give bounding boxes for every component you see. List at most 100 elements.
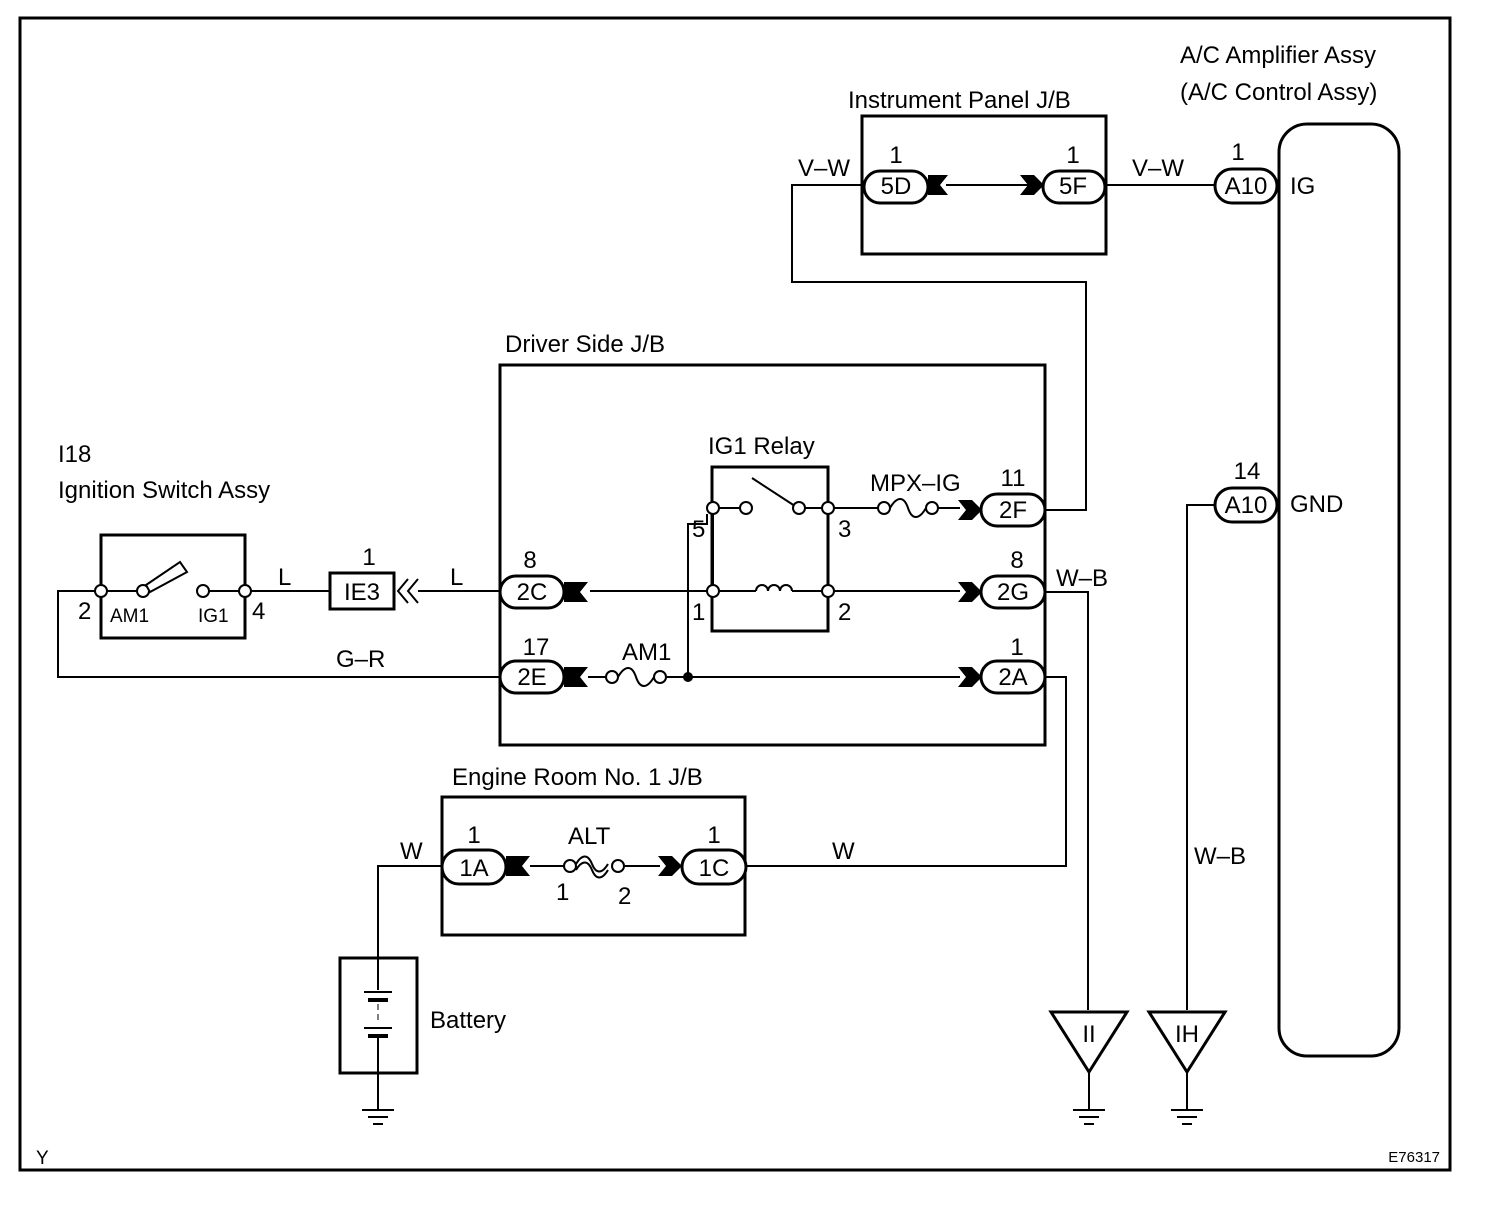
- wire-splice-to-relay-5: [687, 514, 708, 677]
- ac-amplifier-body: [1277, 122, 1401, 1058]
- connector-5d-id: 5D: [881, 173, 912, 200]
- fuse-am1-label: AM1: [622, 639, 671, 666]
- connector-2c-id: 2C: [517, 579, 548, 606]
- wire-l-left-label: L: [278, 564, 291, 591]
- footer-diagram-id: E76317: [1388, 1149, 1440, 1166]
- connector-a10-ig: A10 1: [1213, 139, 1279, 205]
- connector-2a-id: 2A: [998, 664, 1027, 691]
- connector-1a-id: 1A: [459, 855, 488, 882]
- connector-a10-ig-shell: [1213, 167, 1279, 205]
- connector-2e-arrow: [564, 667, 588, 687]
- ie3-chevron-1: [396, 578, 409, 604]
- connector-2g-shell: [979, 574, 1047, 610]
- connector-2g-arrow: [958, 582, 982, 602]
- relay-pin-3: 3: [838, 516, 851, 543]
- connector-2f-arrow: [958, 500, 982, 520]
- relay-pin-5: 5: [692, 516, 705, 543]
- connector-2e: 2E 17: [498, 634, 588, 695]
- wire-w-battery-label: W: [400, 838, 423, 865]
- am1-fuse-node-right: [653, 670, 667, 684]
- connector-5f: 5F 1: [1020, 142, 1107, 205]
- mpx-fuse-node-right: [925, 501, 939, 515]
- connector-ie3-pin: 1: [362, 544, 375, 571]
- wire-vw-left-label: V–W: [798, 155, 850, 182]
- ignition-switch-code: I18: [58, 441, 91, 468]
- connector-2g: 2G 8: [958, 547, 1047, 610]
- wire-gr-label: G–R: [336, 646, 385, 673]
- fuse-alt-label: ALT: [568, 823, 611, 850]
- relay-pin-1: 1: [692, 599, 705, 626]
- instrument-panel-jb-title: Instrument Panel J/B: [848, 87, 1071, 114]
- ac-amplifier: A/C Amplifier Assy (A/C Control Assy) IG…: [1180, 42, 1401, 1058]
- engine-room-jb-title: Engine Room No. 1 J/B: [452, 764, 703, 791]
- relay-contact-blade: [751, 477, 799, 509]
- connector-2f-shell: [979, 492, 1047, 528]
- connector-5f-pin: 1: [1066, 142, 1079, 169]
- relay-pin-1-node: [706, 584, 720, 598]
- connector-1a: 1A 1: [440, 822, 530, 886]
- connector-a10-gnd-pin: 14: [1234, 458, 1261, 485]
- connector-a10-gnd-id: A10: [1225, 492, 1268, 519]
- fuse-alt-second-wave: [575, 861, 609, 879]
- connector-2a-pin: 1: [1010, 634, 1023, 661]
- wire-wb-2g: [1046, 591, 1089, 1010]
- fuse-am1: [617, 667, 655, 687]
- connector-ie3-id: IE3: [344, 579, 380, 606]
- connector-1c-id: 1C: [699, 855, 730, 882]
- diagram-frame: [18, 16, 1452, 1172]
- fuse-alt-pin-2: 2: [618, 883, 631, 910]
- connector-2c-pin: 8: [523, 547, 536, 574]
- connector-1c: 1C 1: [658, 822, 748, 886]
- connector-1c-shell: [680, 848, 748, 886]
- connector-1a-pin: 1: [467, 822, 480, 849]
- ac-amplifier-title-2: (A/C Control Assy): [1180, 79, 1377, 106]
- ignition-switch: I18 Ignition Switch Assy AM1 IG1 2 4: [58, 441, 270, 640]
- relay-pin-3-node: [821, 501, 835, 515]
- fuse-alt: [575, 855, 609, 873]
- footer-left-code: Y: [36, 1148, 49, 1169]
- connector-2c: 2C 8: [498, 547, 588, 610]
- connector-2g-id: 2G: [997, 579, 1029, 606]
- connector-2f-id: 2F: [999, 497, 1027, 524]
- connector-ie3-shell: [328, 571, 396, 611]
- relay-pin-2-node: [821, 584, 835, 598]
- wire-w-1c-label: W: [832, 838, 855, 865]
- am1-fuse-node-left: [605, 670, 619, 684]
- ig1-relay-box: [710, 465, 830, 633]
- connector-a10-ig-pin: 1: [1231, 139, 1244, 166]
- driver-side-jb-box: [498, 363, 1047, 747]
- connector-5f-arrow: [1020, 175, 1044, 195]
- wire-vw-right-label: V–W: [1132, 155, 1184, 182]
- ig1-relay-title: IG1 Relay: [708, 433, 815, 460]
- ground-ii-label: II: [1082, 1021, 1095, 1048]
- relay-pin-2: 2: [838, 599, 851, 626]
- wire-wb-2g-label: W–B: [1056, 565, 1108, 592]
- switch-pin-2: 2: [78, 598, 91, 625]
- wire-l-right-label: L: [450, 564, 463, 591]
- driver-side-jb: Driver Side J/B: [498, 331, 1047, 747]
- ground-ih-label: IH: [1175, 1021, 1199, 1048]
- alt-fuse-node-right: [611, 859, 625, 873]
- switch-pin-4: 4: [252, 598, 265, 625]
- mpx-fuse-node-left: [877, 501, 891, 515]
- fuse-mpx-ig-label: MPX–IG: [870, 470, 961, 497]
- wire-gr: [57, 590, 500, 678]
- connector-2e-id: 2E: [517, 664, 546, 691]
- wire-wb-ih-label: W–B: [1194, 843, 1246, 870]
- ie3-chevron-2: [406, 578, 419, 604]
- connector-2e-pin: 17: [523, 634, 550, 661]
- switch-lever: [144, 560, 189, 594]
- connector-2c-arrow: [564, 582, 588, 602]
- ignition-switch-title: Ignition Switch Assy: [58, 477, 270, 504]
- connector-1a-arrow: [506, 856, 530, 876]
- connector-1c-arrow: [658, 856, 682, 876]
- connector-2g-pin: 8: [1010, 547, 1023, 574]
- switch-pin-2-node: [94, 584, 108, 598]
- connector-2f: 2F 11: [958, 465, 1047, 528]
- switch-ig1-node: [196, 584, 210, 598]
- ac-amplifier-gnd-label: GND: [1290, 491, 1343, 518]
- connector-2a: 2A 1: [958, 634, 1047, 695]
- battery-label: Battery: [430, 1007, 506, 1034]
- switch-pin-4-node: [238, 584, 252, 598]
- wire-wb-ih: [1186, 504, 1215, 1010]
